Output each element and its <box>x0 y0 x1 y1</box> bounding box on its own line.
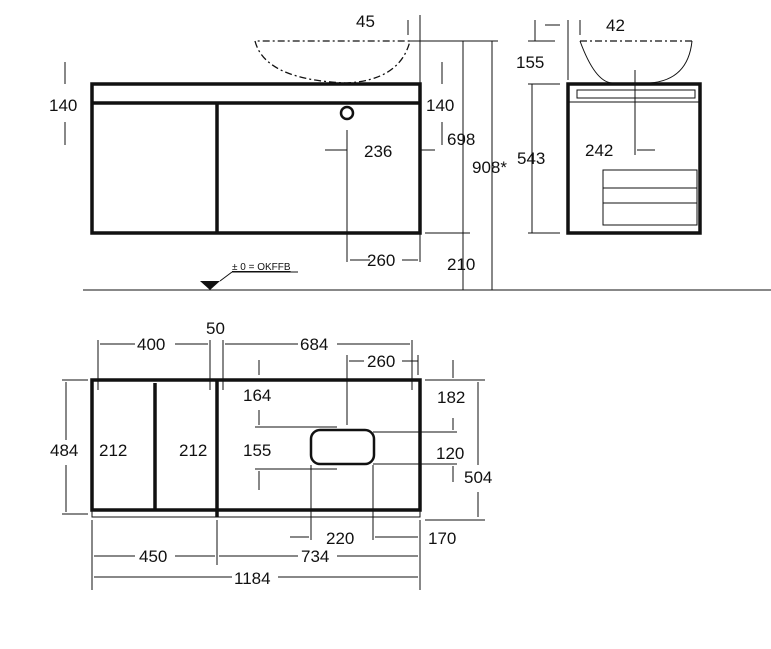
dim-155: 155 <box>516 53 544 72</box>
dim-212-a: 212 <box>99 441 127 460</box>
dim-242: 242 <box>585 141 613 160</box>
drawer <box>602 169 698 226</box>
dim-450: 450 <box>139 547 167 566</box>
plan-dimension-lines <box>62 340 485 590</box>
cabinet-body <box>90 82 422 235</box>
drain-icon <box>339 105 355 121</box>
dim-170: 170 <box>428 529 456 548</box>
basin-side-outline <box>579 40 693 84</box>
dim-698: 698 <box>447 130 475 149</box>
dim-45: 45 <box>356 12 375 31</box>
dim-734: 734 <box>301 547 329 566</box>
dim-260: 260 <box>367 251 395 270</box>
basin-outline <box>254 40 411 84</box>
plan-view: 400 50 684 260 164 182 484 212 212 155 1… <box>50 319 492 590</box>
dim-684: 684 <box>300 335 328 354</box>
dim-210: 210 <box>447 255 475 274</box>
plan-front-edge <box>91 509 421 518</box>
dim-155-plan: 155 <box>243 441 271 460</box>
dim-164: 164 <box>243 386 271 405</box>
dim-260-plan: 260 <box>367 352 395 371</box>
side-view: 42 155 543 242 <box>516 16 702 235</box>
plan-basin <box>309 428 376 466</box>
front-view: 45 140 140 236 698 908* 260 210 ± 0 = OK… <box>49 12 771 291</box>
dim-140-right: 140 <box>426 96 454 115</box>
dim-484: 484 <box>50 441 78 460</box>
dim-212-b: 212 <box>179 441 207 460</box>
dim-908: 908* <box>472 158 507 177</box>
dim-42: 42 <box>606 16 625 35</box>
floor-reference-label: ± 0 = OKFFB <box>232 262 291 273</box>
floor-marker-icon <box>200 281 220 290</box>
dim-120: 120 <box>436 444 464 463</box>
dim-504: 504 <box>464 468 492 487</box>
dim-220: 220 <box>326 529 354 548</box>
dim-543: 543 <box>517 149 545 168</box>
side-cabinet-body <box>566 82 702 235</box>
side-dimension-lines <box>528 20 655 234</box>
side-countertop <box>576 89 696 99</box>
dim-50: 50 <box>206 319 225 338</box>
dim-1184: 1184 <box>234 569 271 588</box>
dim-236: 236 <box>364 142 392 161</box>
dim-182: 182 <box>437 388 465 407</box>
dim-140-left: 140 <box>49 96 77 115</box>
leader-line <box>219 271 233 282</box>
dim-400: 400 <box>137 335 165 354</box>
front-dimension-lines <box>64 15 498 290</box>
